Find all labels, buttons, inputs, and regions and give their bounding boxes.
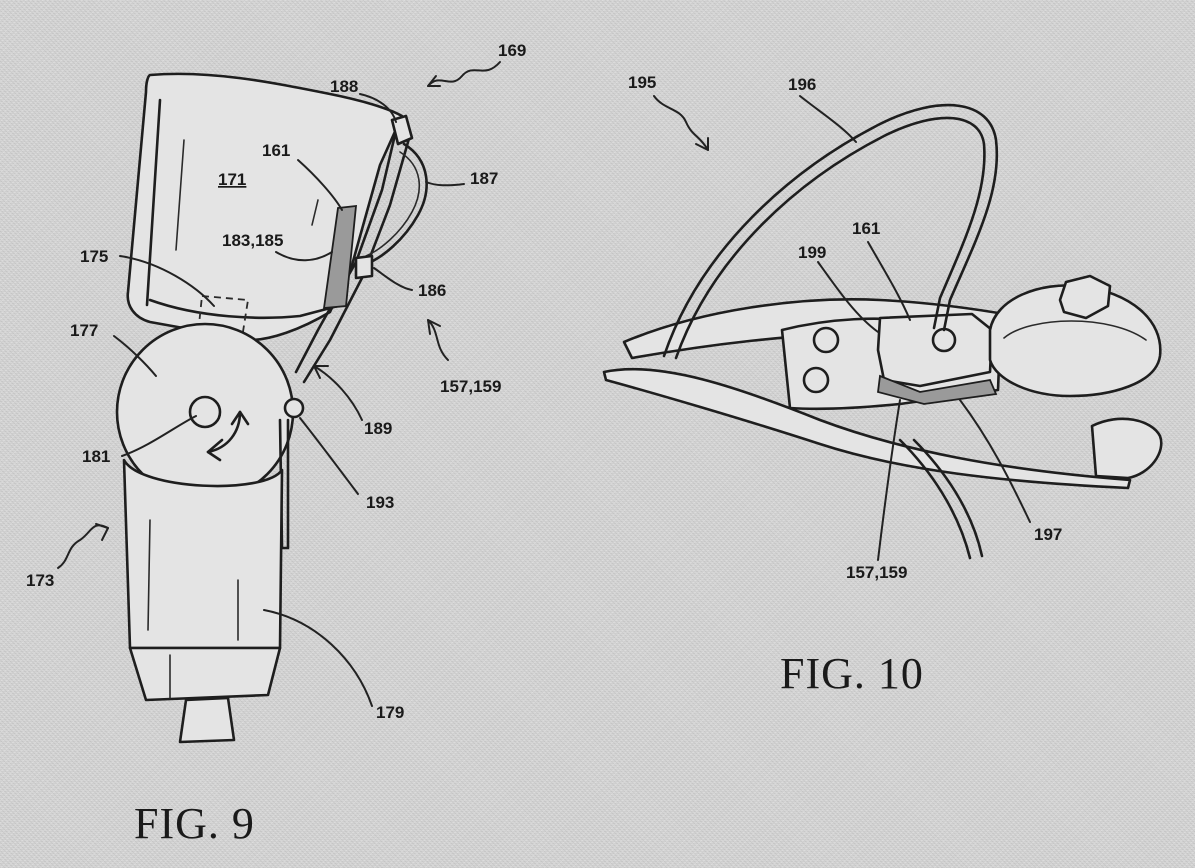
fig10-leader-197 bbox=[959, 399, 1031, 523]
fig9-label-161: 161 bbox=[262, 141, 290, 160]
fig9-pylon-taper bbox=[128, 646, 282, 702]
fig10-pyramid-top bbox=[1058, 274, 1112, 320]
fig10-leader-196 bbox=[799, 95, 857, 143]
fig9-sensor-161 bbox=[322, 204, 358, 309]
fig9-label-179: 179 bbox=[376, 703, 404, 722]
fig9-leader-181 bbox=[121, 415, 197, 457]
fig9-drawing: 169 188 161 171 187 183,185 175 186 177 … bbox=[26, 41, 526, 848]
fig9-label-173: 173 bbox=[26, 571, 54, 590]
fig9-leader-188 bbox=[359, 93, 397, 123]
fig9-leader-161 bbox=[297, 159, 343, 211]
fig10-label-161: 161 bbox=[852, 219, 880, 238]
fig10-label-197: 197 bbox=[1034, 525, 1062, 544]
fig9-tube-187-inner bbox=[365, 151, 420, 257]
fig10-port-fitting bbox=[931, 327, 957, 353]
fig9-tube-187 bbox=[364, 142, 428, 266]
fig10-drawing: 195 196 161 199 157,159 197 FIG. 10 bbox=[602, 73, 1163, 698]
fig9-leader-175 bbox=[119, 255, 215, 307]
fig10-loop-tube-196-inner bbox=[674, 116, 986, 360]
fig10-trailing-tube bbox=[898, 438, 972, 560]
fig9-leader-186 bbox=[373, 267, 413, 291]
fig9-label-171: 171 bbox=[218, 170, 246, 189]
fig9-title: FIG. 9 bbox=[134, 799, 255, 848]
fig9-rotation-arrow-head-1 bbox=[206, 438, 224, 462]
fig10-leader-195-head bbox=[695, 137, 709, 151]
fig9-fitting-186 bbox=[354, 254, 374, 280]
fig9-leader-169-head bbox=[427, 75, 441, 87]
fig10-leader-195 bbox=[653, 95, 709, 151]
fig9-leader-183 bbox=[275, 251, 333, 262]
fig9-leader-173 bbox=[57, 524, 109, 569]
fig9-leader-193 bbox=[299, 417, 359, 495]
fig10-toe-pad bbox=[1090, 417, 1163, 480]
fig9-pin-193 bbox=[283, 397, 305, 419]
fig9-label-183-185: 183,185 bbox=[222, 231, 283, 250]
fig10-title: FIG. 10 bbox=[780, 649, 924, 698]
fig10-bolt-2 bbox=[802, 366, 830, 394]
fig9-leader-177 bbox=[113, 335, 157, 377]
fig9-label-189: 189 bbox=[364, 419, 392, 438]
fig9-pylon-shade-1 bbox=[147, 519, 151, 631]
fig9-socket-shade-1 bbox=[175, 139, 185, 251]
fig10-trailing-tube-2 bbox=[912, 438, 984, 558]
fig9-label-193: 193 bbox=[366, 493, 394, 512]
fig10-label-199: 199 bbox=[798, 243, 826, 262]
fig9-rotation-arrow bbox=[206, 410, 242, 454]
fig9-leader-169 bbox=[427, 61, 501, 87]
fig10-label-157-159: 157,159 bbox=[846, 563, 907, 582]
fig9-label-177: 177 bbox=[70, 321, 98, 340]
fig10-sensor-housing-161 bbox=[876, 312, 994, 388]
fig9-label-169: 169 bbox=[498, 41, 526, 60]
fig10-label-196: 196 bbox=[788, 75, 816, 94]
fig9-socket bbox=[126, 72, 404, 342]
fig9-axis-181 bbox=[188, 395, 222, 429]
fig9-leader-179 bbox=[263, 609, 373, 707]
fig9-pylon-179 bbox=[122, 458, 284, 650]
fig9-socket-rim bbox=[148, 298, 340, 319]
fig9-label-175: 175 bbox=[80, 247, 108, 266]
fig9-socket-inner-wall bbox=[145, 98, 162, 307]
fig10-leader-157 bbox=[877, 399, 901, 561]
fig9-leader-157 bbox=[427, 319, 449, 361]
fig9-leader-157-head bbox=[427, 319, 441, 335]
fig9-label-181: 181 bbox=[82, 447, 110, 466]
fig9-socket-shade-2 bbox=[311, 199, 319, 226]
fig10-bolt-1 bbox=[812, 326, 840, 354]
fig9-leader-187 bbox=[425, 181, 465, 187]
fig9-label-188: 188 bbox=[330, 77, 358, 96]
fig9-label-186: 186 bbox=[418, 281, 446, 300]
fig10-label-195: 195 bbox=[628, 73, 656, 92]
fig9-leader-189-head bbox=[313, 365, 329, 379]
fig9-label-187: 187 bbox=[470, 169, 498, 188]
fig10-loop-tube-196 bbox=[662, 103, 999, 358]
fig9-rotation-arrow-head-2 bbox=[230, 410, 250, 426]
fig10-sensor-base-157 bbox=[877, 374, 998, 405]
fig9-leader-189 bbox=[313, 365, 363, 421]
fig9-leader-173-head bbox=[95, 523, 109, 541]
fig9-foot-adapter bbox=[178, 696, 236, 744]
fig10-pyramid-ring bbox=[1003, 320, 1147, 341]
fig10-leader-199 bbox=[817, 261, 879, 333]
fig10-foot-keel bbox=[602, 367, 1132, 490]
fig10-leader-161 bbox=[867, 241, 911, 321]
fig9-label-157-159: 157,159 bbox=[440, 377, 501, 396]
fig10-pyramid-base bbox=[988, 284, 1162, 398]
fig9-valve-188 bbox=[390, 114, 414, 146]
